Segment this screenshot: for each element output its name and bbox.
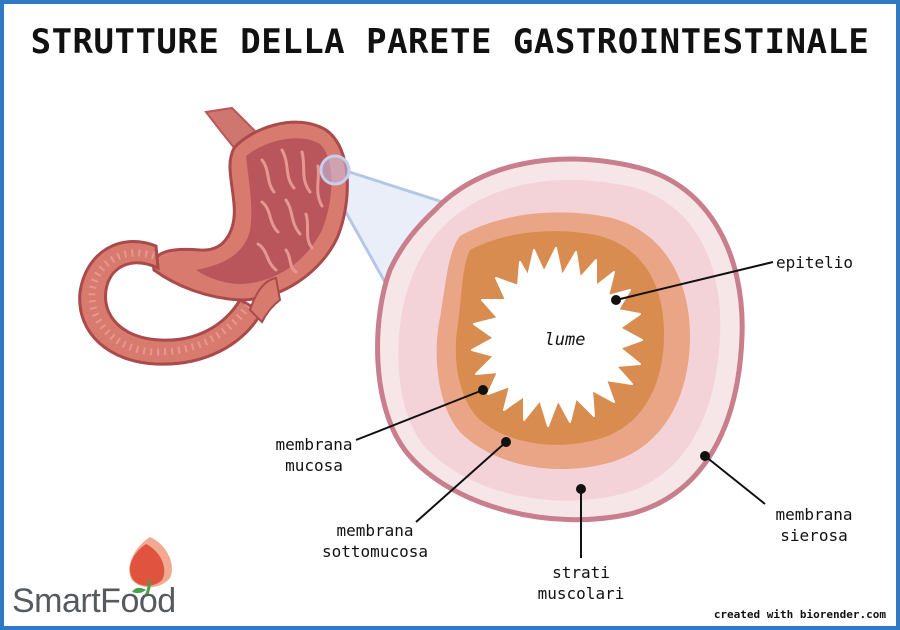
stomach-illustration bbox=[78, 106, 351, 366]
label-epithelium: epitelio bbox=[776, 252, 853, 273]
wall-cross-section bbox=[375, 156, 745, 523]
label-muscular-line2: muscolari bbox=[537, 584, 625, 603]
zoom-connector bbox=[325, 168, 452, 300]
label-submucosa: membrana sottomucosa bbox=[305, 520, 445, 562]
label-mucosa-line2: mucosa bbox=[285, 456, 343, 475]
label-mucosa-line1: membrana bbox=[275, 435, 353, 454]
label-muscular: strati muscolari bbox=[530, 562, 632, 604]
label-epithelium-text: epitelio bbox=[776, 253, 854, 272]
lumen-label: lume bbox=[544, 330, 586, 350]
leader-lines bbox=[355, 261, 774, 558]
label-mucosa: membrana mucosa bbox=[258, 434, 370, 476]
smartfood-logo-text: SmartFood bbox=[12, 582, 176, 620]
label-serosa-line2: sierosa bbox=[780, 526, 848, 545]
leader-dots bbox=[478, 295, 710, 494]
label-muscular-line1: strati bbox=[552, 563, 610, 582]
label-serosa: membrana sierosa bbox=[762, 504, 866, 546]
smartfood-logo-icon bbox=[129, 537, 172, 597]
page-title: STRUTTURE DELLA PARETE GASTROINTESTINALE bbox=[30, 22, 870, 62]
zoom-line-top bbox=[336, 166, 453, 207]
label-submucosa-line1: membrana bbox=[336, 521, 414, 540]
credit-text: created with biorender.com bbox=[709, 606, 890, 623]
label-serosa-line1: membrana bbox=[775, 505, 853, 524]
label-submucosa-line2: sottomucosa bbox=[322, 542, 428, 561]
